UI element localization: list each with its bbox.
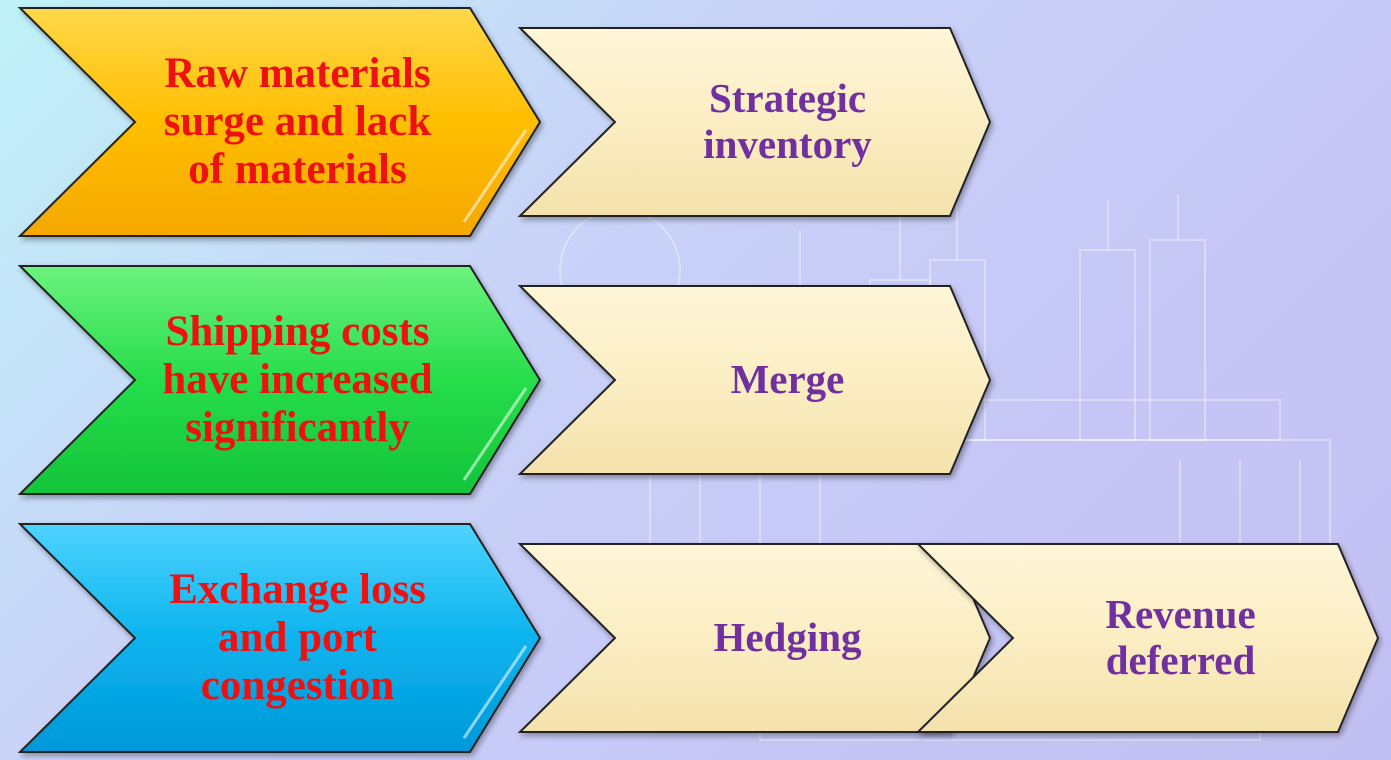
solution-label: Hedging <box>713 614 862 661</box>
solution-chevron <box>915 543 1380 733</box>
solution-label: Revenue deferred <box>1105 591 1256 683</box>
solution-chevron <box>517 285 992 475</box>
solution-chevron <box>517 27 992 217</box>
problem-label: Shipping costs have increased significan… <box>162 307 433 452</box>
problem-chevron <box>17 523 542 753</box>
problem-label: Exchange loss and port congestion <box>169 565 426 710</box>
gloss-highlight <box>462 387 528 481</box>
solution-label: Merge <box>730 356 845 403</box>
gloss-highlight <box>462 645 528 739</box>
problem-chevron <box>17 7 542 237</box>
gloss-highlight <box>462 129 528 223</box>
problem-chevron <box>17 265 542 495</box>
problem-label: Raw materials surge and lack of material… <box>163 49 432 194</box>
solution-label: Strategic inventory <box>703 75 872 167</box>
